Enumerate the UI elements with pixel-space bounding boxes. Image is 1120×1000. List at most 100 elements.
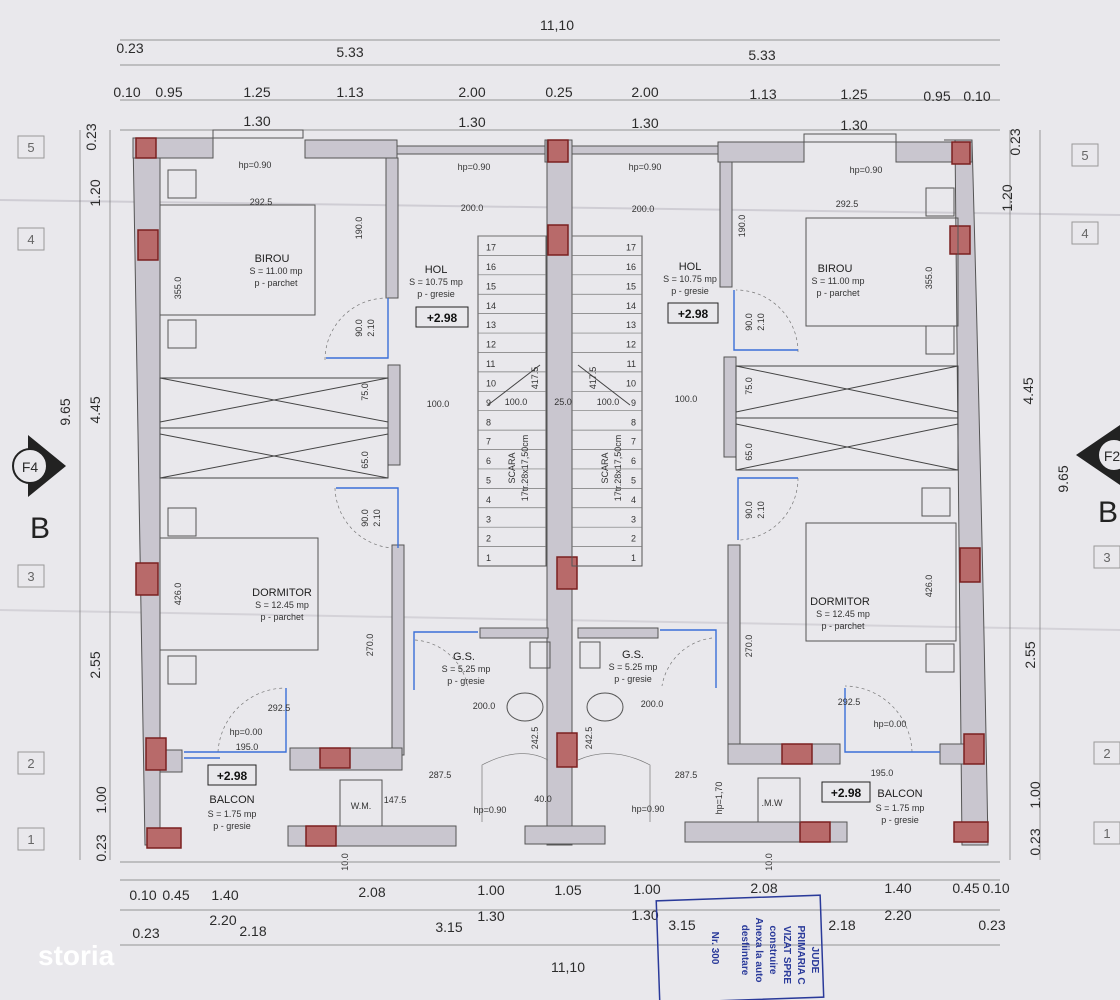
room-balcon-right: +2.98 BALCON S = 1.75 mp p - gresie xyxy=(821,781,925,825)
room-area: S = 1.75 mp xyxy=(876,803,925,813)
overall-width-top: 11,10 xyxy=(540,17,574,33)
stamp-text: desfiintare xyxy=(739,925,750,976)
room-dormitor-right: DORMITOR S = 12.45 mp p - parchet xyxy=(810,596,870,631)
right-dimensions: 0.23 1.20 4.45 9.65 2.55 1.00 0.23 xyxy=(999,128,1071,860)
dim-left: 0.23 xyxy=(93,834,109,861)
level-mark: +2.98 xyxy=(831,786,862,800)
dim-top: 1.25 xyxy=(243,84,270,100)
dim-bottom: 0.45 xyxy=(162,887,189,903)
grid-label: 1 xyxy=(27,832,34,847)
sill-height: hp=0.90 xyxy=(458,162,491,172)
stamp-text: Nr. 300 xyxy=(709,932,720,965)
dim-note: 287.5 xyxy=(675,770,698,780)
dim-left: 4.45 xyxy=(87,396,103,423)
stair-step-number: 17 xyxy=(486,243,496,253)
dim-bottom: 2.18 xyxy=(828,917,855,933)
doors xyxy=(217,289,913,753)
dim-note: 65.0 xyxy=(360,451,370,469)
stamp-text: JUDE xyxy=(809,947,820,974)
top-dimensions: 11,10 0.23 5.33 5.33 0.10 0.95 1.25 1.13… xyxy=(113,17,1000,133)
dim-note: 355.0 xyxy=(924,267,934,290)
dim-right: 4.45 xyxy=(1020,377,1036,404)
sill-height: hp=0.00 xyxy=(230,727,263,737)
dim-bottom: 2.20 xyxy=(209,912,236,928)
dim-note: 270.0 xyxy=(744,635,754,658)
stair-step-number: 12 xyxy=(486,340,496,350)
room-name: BIROU xyxy=(818,263,853,275)
washing-machine-label: .M.W xyxy=(762,798,783,808)
dim-bottom: 1.00 xyxy=(477,882,504,898)
stair-spec-right: 17tr.28x17,50cm xyxy=(613,435,623,502)
dim-note: 2.10 xyxy=(372,509,382,527)
room-floor: p - gresie xyxy=(213,821,251,831)
dim-note: 2.10 xyxy=(366,319,376,337)
dim-note: 270.0 xyxy=(365,634,375,657)
dim-note: 90.0 xyxy=(354,319,364,337)
grid-label: 2 xyxy=(27,756,34,771)
dim-top: 1.25 xyxy=(840,86,867,102)
grid-label: 4 xyxy=(1081,226,1088,241)
dim-top: 1.13 xyxy=(336,84,363,100)
dim-note: 90.0 xyxy=(744,501,754,519)
stair-step-number: 6 xyxy=(486,456,491,466)
sill-height: hp=0.00 xyxy=(874,719,907,729)
dim-left: 2.55 xyxy=(87,651,103,678)
dim-bottom: 0.10 xyxy=(982,880,1009,896)
dim-right: 2.55 xyxy=(1022,641,1038,668)
stair-step-number: 1 xyxy=(486,553,491,563)
dim-note: 287.5 xyxy=(429,770,452,780)
stair-step-number: 1 xyxy=(631,553,636,563)
storia-logo: storia xyxy=(38,940,115,971)
section-letter: B xyxy=(1098,496,1118,529)
dim-note: 100.0 xyxy=(597,397,620,407)
dim-note: 90.0 xyxy=(744,313,754,331)
stair-label-right: SCARA xyxy=(600,452,610,483)
washing-machine-label: W.M. xyxy=(351,801,372,811)
dim-top: 0.95 xyxy=(155,84,182,100)
dim-right: 9.65 xyxy=(1055,465,1071,492)
stair-label-left: SCARA xyxy=(507,452,517,483)
room-area: S = 10.75 mp xyxy=(409,277,463,287)
installation-pipes xyxy=(184,290,940,759)
dim-note: 292.5 xyxy=(250,197,273,207)
stamp-text: Anexa la auto xyxy=(753,917,764,982)
dim-top: 1.30 xyxy=(458,114,485,130)
dim-note: 2.10 xyxy=(756,501,766,519)
room-name: DORMITOR xyxy=(810,596,870,608)
room-name: BIROU xyxy=(255,253,290,265)
grid-label: 1 xyxy=(1103,826,1110,841)
room-name: HOL xyxy=(679,261,702,273)
approval-stamp: JUDE PRIMARIA C VIZAT SPRE construire An… xyxy=(655,894,825,1000)
dim-bottom: 1.30 xyxy=(477,908,504,924)
dim-top: 0.23 xyxy=(116,40,143,56)
stair-step-number: 3 xyxy=(486,514,491,524)
dim-top: 5.33 xyxy=(748,47,775,63)
stair-step-number: 10 xyxy=(486,378,496,388)
dim-note: 190.0 xyxy=(737,215,747,238)
room-dormitor-left: DORMITOR S = 12.45 mp p - parchet xyxy=(252,587,312,622)
dim-note: 200.0 xyxy=(473,701,496,711)
stair-step-number: 16 xyxy=(486,262,496,272)
dim-top: 5.33 xyxy=(336,44,363,60)
room-floor: p - gresie xyxy=(417,289,455,299)
dim-bottom: 2.08 xyxy=(750,880,777,896)
stamp-text: PRIMARIA C xyxy=(795,925,806,984)
stair-step-number: 10 xyxy=(626,378,636,388)
dim-bottom: 2.20 xyxy=(884,907,911,923)
dim-bottom: 0.23 xyxy=(132,925,159,941)
dim-note: 2.10 xyxy=(756,313,766,331)
dim-note: 200.0 xyxy=(641,699,664,709)
grid-label: 5 xyxy=(27,140,34,155)
stair-step-number: 7 xyxy=(486,437,491,447)
level-mark: +2.98 xyxy=(217,769,248,783)
dim-note: 147.5 xyxy=(384,795,407,805)
grid-axis-markers: 5 4 3 2 1 5 4 3 2 1 xyxy=(17,135,1120,851)
stair-step-number: 15 xyxy=(486,281,496,291)
room-area: S = 11.00 mp xyxy=(811,276,864,286)
dim-bottom: 1.40 xyxy=(884,880,911,896)
dim-right: 1.00 xyxy=(1027,781,1043,808)
dim-top: 1.30 xyxy=(840,117,867,133)
dim-note: 90.0 xyxy=(360,509,370,527)
room-floor: p - gresie xyxy=(671,286,709,296)
